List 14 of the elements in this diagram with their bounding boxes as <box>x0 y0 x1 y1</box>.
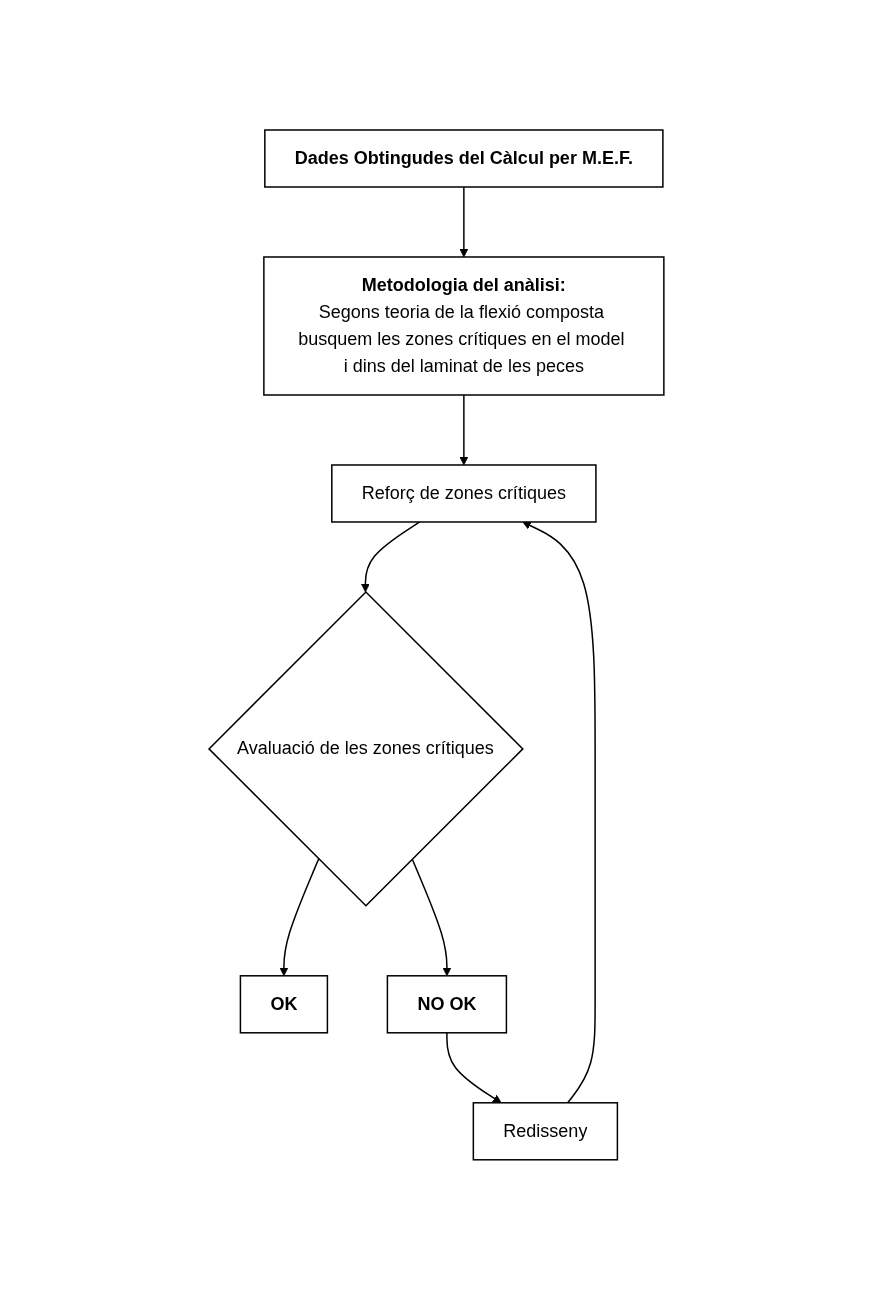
arrow <box>459 186 468 258</box>
node-box: OK <box>239 975 328 1034</box>
node-box: Metodologia del anàlisi: Segons teoria de la flexió composta busquem les zones crítiques en el model i dins del laminat de les peces <box>262 256 665 396</box>
arrow <box>521 521 596 1104</box>
node-box: Reforç de zones crítiques <box>330 464 597 523</box>
node-box: Redisseny <box>472 1102 618 1161</box>
arrow <box>360 521 420 593</box>
node-box: Dades Obtingudes del Càlcul per M.E.F. <box>263 129 664 188</box>
arrow <box>445 1032 502 1104</box>
arrow <box>459 394 468 466</box>
arrow <box>279 858 319 977</box>
node-diamond: Avaluació de les zones crítiques <box>207 591 524 907</box>
arrow <box>411 858 451 977</box>
node-box: NO OK <box>386 975 507 1034</box>
